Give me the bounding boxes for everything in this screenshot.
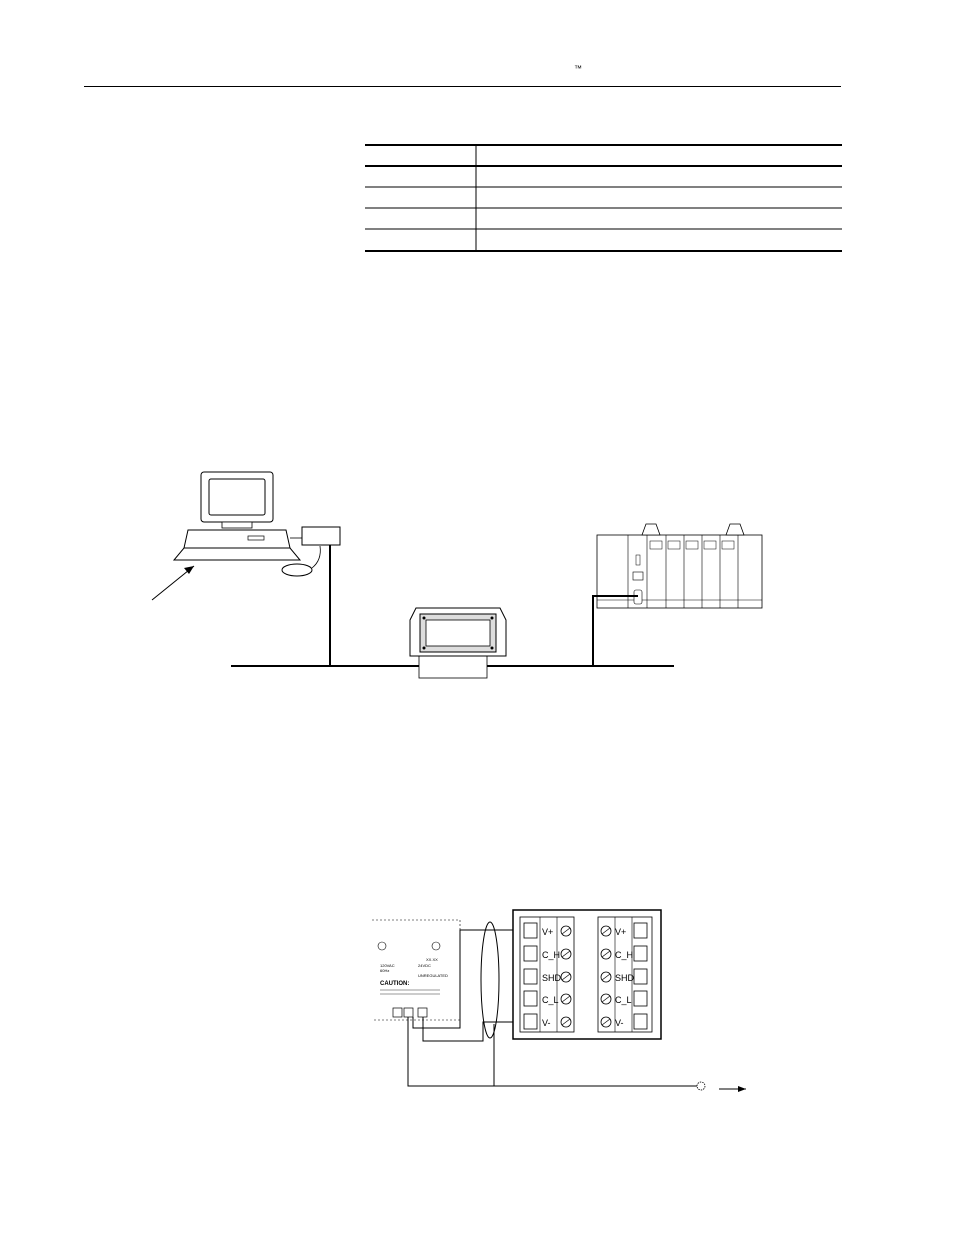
computer-icon [172, 471, 321, 577]
terminal-label-right: V- [615, 1018, 624, 1028]
terminal-label-right: V+ [615, 927, 626, 937]
ps-label-5: UNREGULATED [418, 973, 448, 978]
network-diagram [151, 471, 763, 679]
ground-connector-icon [696, 1081, 706, 1091]
terminal-label-right: C_H [615, 950, 633, 960]
power-supply-icon: 120VAC 60Hz 24VDC XX.XX UNREGULATED CAUT… [372, 919, 461, 1021]
terminal-label-left: C_H [542, 950, 560, 960]
terminal-square-left [523, 990, 538, 1007]
ps-label-2: 60Hz [380, 968, 389, 973]
terminal-label-left: V+ [542, 927, 553, 937]
terminal-square-left [523, 922, 538, 939]
terminal-label-right: SHD [615, 973, 635, 983]
terminal-label-right: C_L [615, 995, 632, 1005]
terminal-square-right [633, 1013, 648, 1030]
drop-line-controller [592, 595, 638, 666]
terminal-square-right [633, 945, 648, 962]
terminal-square-left [523, 945, 538, 962]
empty-table [365, 144, 842, 252]
continuation-arrow [719, 1086, 746, 1092]
pointer-arrow [151, 565, 195, 601]
interface-box [301, 526, 341, 546]
terminal-label-left: SHD [542, 973, 562, 983]
terminal-square-right [633, 922, 648, 939]
ps-label-4: XX.XX [426, 957, 438, 962]
terminal-square-left [523, 968, 538, 985]
tap-device-icon [409, 607, 507, 679]
terminal-label-left: C_L [542, 995, 559, 1005]
terminal-square-left [523, 1013, 538, 1030]
terminal-block: V+ V+ C_H C_H SHD SHD C_L C_L V- V- [512, 909, 662, 1040]
terminal-label-left: V- [542, 1018, 551, 1028]
ps-label-3: 24VDC [418, 963, 431, 968]
terminal-square-right [633, 990, 648, 1007]
header-rule [84, 86, 841, 87]
wiring-diagram: 120VAC 60Hz 24VDC XX.XX UNREGULATED CAUT… [372, 909, 746, 1092]
trademark-symbol: ™ [574, 64, 582, 73]
caution-text: CAUTION: [380, 981, 409, 987]
terminal-square-right [633, 968, 648, 985]
ps-label-1: 120VAC [380, 963, 395, 968]
